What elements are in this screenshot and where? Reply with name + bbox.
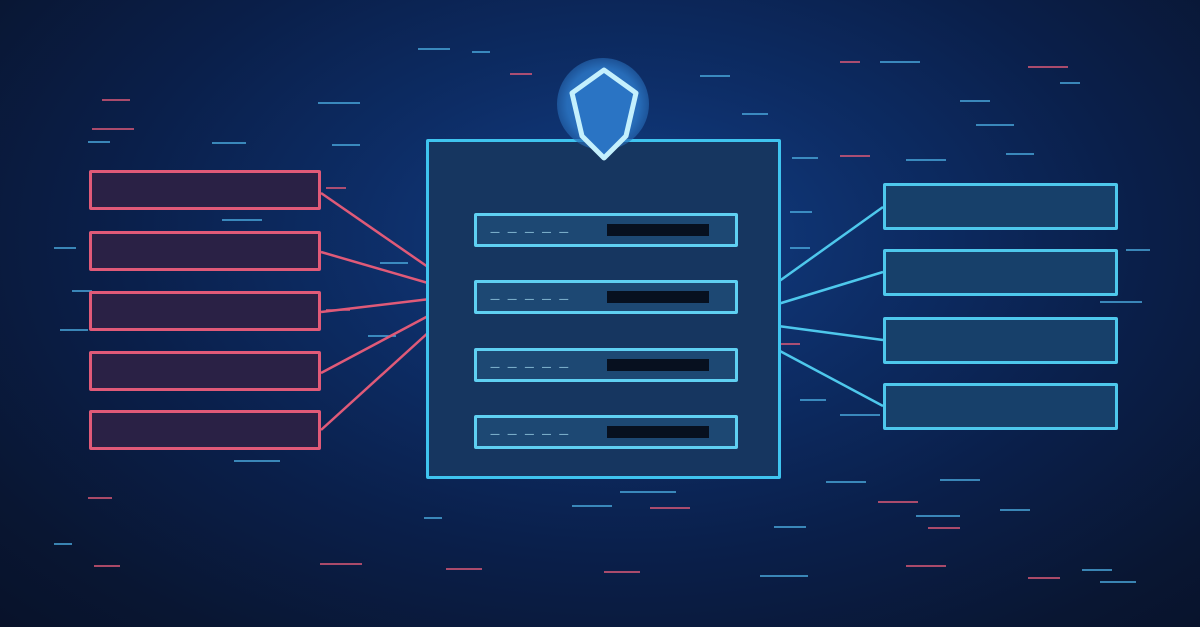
hub-row: — — — — — <box>474 280 738 314</box>
source-box <box>89 410 321 450</box>
row-bar <box>607 359 709 371</box>
source-box <box>89 351 321 391</box>
row-bar <box>607 426 709 438</box>
source-box <box>89 231 321 271</box>
row-bar <box>607 291 709 303</box>
row-dashes: — — — — — <box>490 227 571 238</box>
target-box <box>883 183 1118 230</box>
source-box <box>89 291 321 331</box>
source-connectors <box>320 191 431 431</box>
target-box <box>883 249 1118 296</box>
hub-row: — — — — — <box>474 415 738 449</box>
target-box <box>883 383 1118 430</box>
row-dashes: — — — — — <box>490 362 571 373</box>
hub-row: — — — — — <box>474 348 738 382</box>
target-box <box>883 317 1118 364</box>
target-connectors <box>777 205 884 408</box>
source-box <box>89 170 321 210</box>
hub-row: — — — — — <box>474 213 738 247</box>
shield-icon <box>569 67 639 161</box>
row-dashes: — — — — — <box>490 294 571 305</box>
central-panel: — — — — — — — — — — — — — — — — — — — — <box>426 139 781 479</box>
row-bar <box>607 224 709 236</box>
row-dashes: — — — — — <box>490 429 571 440</box>
